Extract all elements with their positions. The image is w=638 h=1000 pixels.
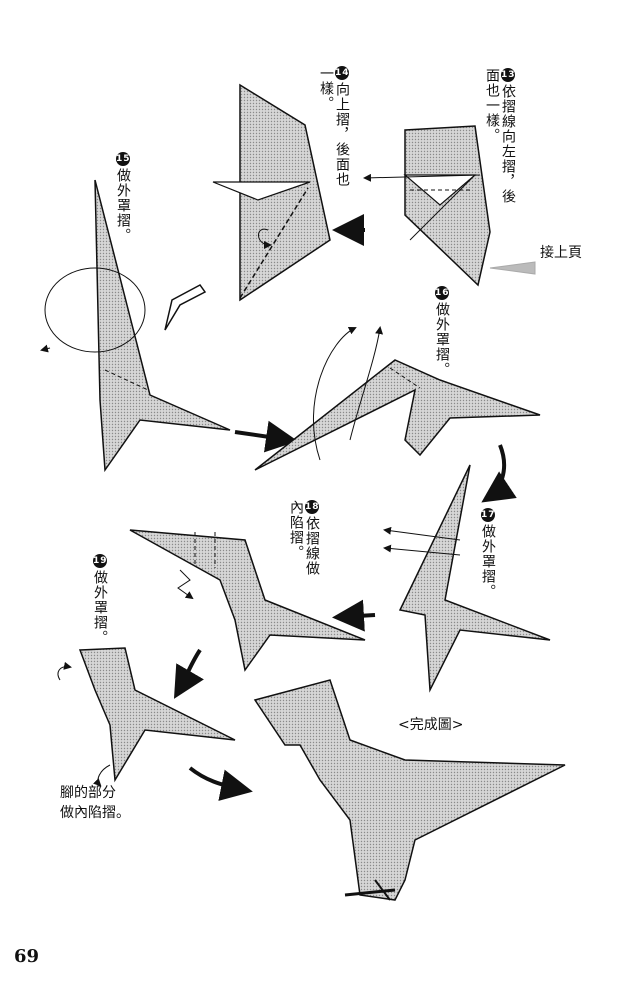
flow-arrow-15-16 [234, 420, 298, 453]
legs-note-line2: 做內陷摺。 [60, 805, 130, 821]
flow-arrow-16-17 [481, 444, 517, 503]
step14-figure [212, 83, 331, 302]
step19-figure [57, 647, 236, 787]
complete-label: <完成圖> [398, 717, 464, 733]
legs-note-line1: 腳的部分 [60, 785, 116, 801]
step16-figure [254, 326, 541, 471]
step14-label: 14向上摺，後面也一樣。 [318, 66, 350, 187]
step15-label: 15做外罩摺。 [115, 152, 131, 243]
step18-number: 18 [305, 500, 320, 514]
step18-figure [129, 529, 366, 672]
step13-label: 13依摺線向左摺，後面也一樣。 [484, 68, 516, 204]
continue-arrow-icon [489, 261, 536, 275]
continue-label: 接上頁 [540, 245, 582, 261]
step17-figure [383, 464, 551, 693]
step19-number: 19 [93, 554, 108, 568]
step14-number: 14 [335, 66, 350, 80]
step13-number: 13 [501, 68, 516, 82]
flow-arrow-19-final [188, 766, 253, 801]
step16-label: 16做外罩摺。 [434, 286, 450, 377]
flow-arrow-17-18 [332, 599, 376, 632]
step15-figure [40, 179, 231, 473]
page-number: 69 [14, 946, 40, 967]
step19-label: 19做外罩摺。 [92, 554, 108, 645]
step17-label: 17做外罩摺。 [480, 508, 496, 599]
step15-number: 15 [116, 152, 131, 166]
step17-number: 17 [481, 508, 496, 522]
flow-arrow-18-19 [173, 648, 204, 699]
flow-arrow-14-15 [164, 284, 207, 331]
step16-number: 16 [435, 286, 450, 300]
step13-figure [363, 125, 491, 287]
final-dinosaur-figure [253, 679, 566, 901]
step18-label: 18依摺線做內陷摺。 [288, 500, 320, 576]
